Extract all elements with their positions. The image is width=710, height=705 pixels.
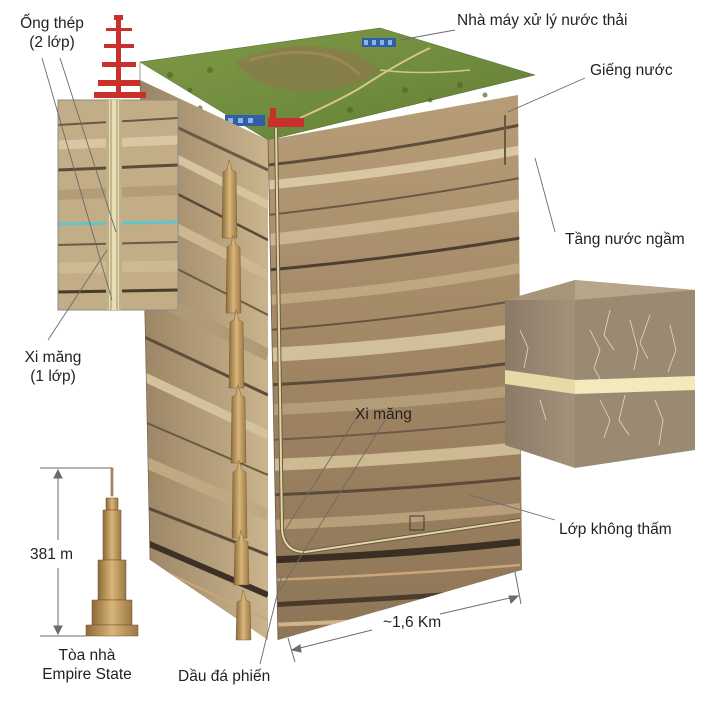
label-height: 381 m xyxy=(30,546,74,563)
label-cement-layer-line2: (1 lớp) xyxy=(30,368,76,385)
front-strata xyxy=(268,123,522,627)
wastewater-plant-icon xyxy=(362,38,396,47)
label-aquifer: Tầng nước ngầm xyxy=(565,231,685,248)
label-water-well: Giếng nước xyxy=(590,62,673,79)
empire-state-stack xyxy=(221,159,252,641)
label-empire-line2: Empire State xyxy=(42,666,132,683)
casing-inset xyxy=(57,99,179,311)
empire-state-building-icon xyxy=(85,467,139,637)
label-steel-casing-line2: (2 lớp) xyxy=(29,34,75,51)
well-bore xyxy=(274,127,521,555)
label-steel-casing-line1: Ống thép xyxy=(20,15,84,32)
leader-lines xyxy=(41,29,586,665)
label-shale-oil: Dầu đá phiến xyxy=(178,668,271,685)
label-cement: Xi măng xyxy=(355,406,412,423)
mountain xyxy=(235,45,380,92)
label-steel-casing: Ống thép (2 lớp) xyxy=(16,14,88,52)
distance-dimension-line xyxy=(287,571,522,663)
label-wastewater-plant: Nhà máy xử lý nước thải xyxy=(457,12,628,29)
vegetation xyxy=(167,67,488,113)
fracture-detail-cube xyxy=(505,280,695,468)
label-cement-layer: Xi măng (1 lớp) xyxy=(14,348,92,386)
height-dimension-line xyxy=(40,467,112,637)
drilling-rig-icon xyxy=(94,15,146,98)
label-distance: ~1,6 Km xyxy=(383,614,442,631)
label-impermeable-layer: Lớp không thấm xyxy=(559,521,672,538)
label-empire-state: Tòa nhà Empire State xyxy=(22,646,152,684)
label-empire-line1: Tòa nhà xyxy=(58,647,116,664)
well-pad-icon xyxy=(225,108,304,127)
label-cement-layer-line1: Xi măng xyxy=(24,349,82,366)
